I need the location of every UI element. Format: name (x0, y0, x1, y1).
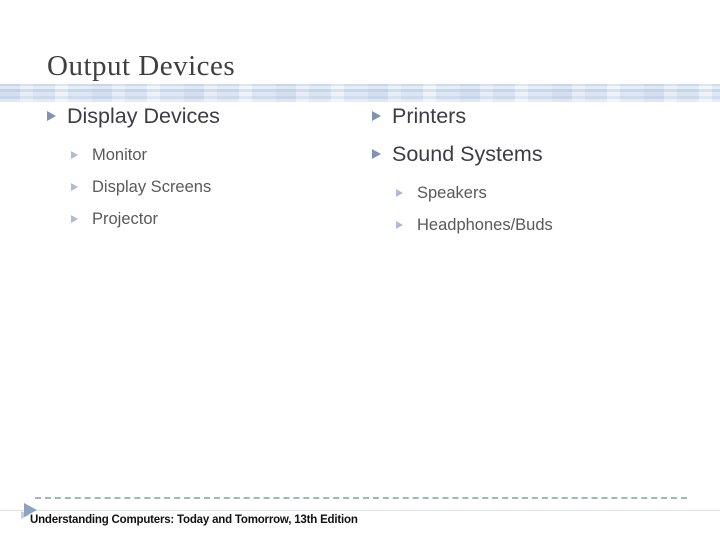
sub-bullet-triangle-icon (71, 151, 78, 159)
content-column-right: Printers Sound Systems Speakers Headphon… (372, 101, 702, 241)
sub-bullet-triangle-icon (396, 189, 403, 197)
sub-bullet-item-display-screens: Display Screens (71, 171, 357, 203)
sublist-display-devices: Monitor Display Screens Projector (71, 139, 357, 235)
sub-bullet-item-headphones: Headphones/Buds (396, 209, 702, 241)
sub-bullet-triangle-icon (71, 215, 78, 223)
bullet-item-label: Display Devices (67, 103, 220, 128)
sub-bullet-item-label: Headphones/Buds (417, 215, 553, 234)
bullet-triangle-icon (372, 149, 381, 159)
footer-solid-divider (0, 510, 720, 511)
sub-bullet-item-label: Projector (92, 209, 159, 228)
sub-bullet-item-label: Speakers (417, 183, 487, 202)
footer-arrow-icon (24, 503, 37, 517)
footer-dashed-divider (35, 497, 687, 499)
sublist-sound-systems: Speakers Headphones/Buds (396, 177, 702, 241)
sub-bullet-triangle-icon (71, 183, 78, 191)
sub-bullet-item-speakers: Speakers (396, 177, 702, 209)
sub-bullet-triangle-icon (396, 221, 403, 229)
bullet-item-sound-systems: Sound Systems (372, 139, 702, 169)
sub-bullet-item-label: Monitor (92, 145, 148, 164)
bullet-item-printers: Printers (372, 101, 702, 131)
decorative-band (0, 84, 720, 102)
bullet-triangle-icon (47, 111, 56, 121)
bullet-item-display-devices: Display Devices (47, 101, 357, 131)
bullet-item-label: Sound Systems (392, 141, 543, 166)
bullet-triangle-icon (372, 111, 381, 121)
content-column-left: Display Devices Monitor Display Screens … (47, 101, 357, 235)
slide-title: Output Devices (47, 50, 236, 82)
footer-text: Understanding Computers: Today and Tomor… (30, 514, 358, 526)
sub-bullet-item-projector: Projector (71, 203, 357, 235)
sub-bullet-item-label: Display Screens (92, 177, 212, 196)
bullet-item-label: Printers (392, 103, 467, 128)
sub-bullet-item-monitor: Monitor (71, 139, 357, 171)
